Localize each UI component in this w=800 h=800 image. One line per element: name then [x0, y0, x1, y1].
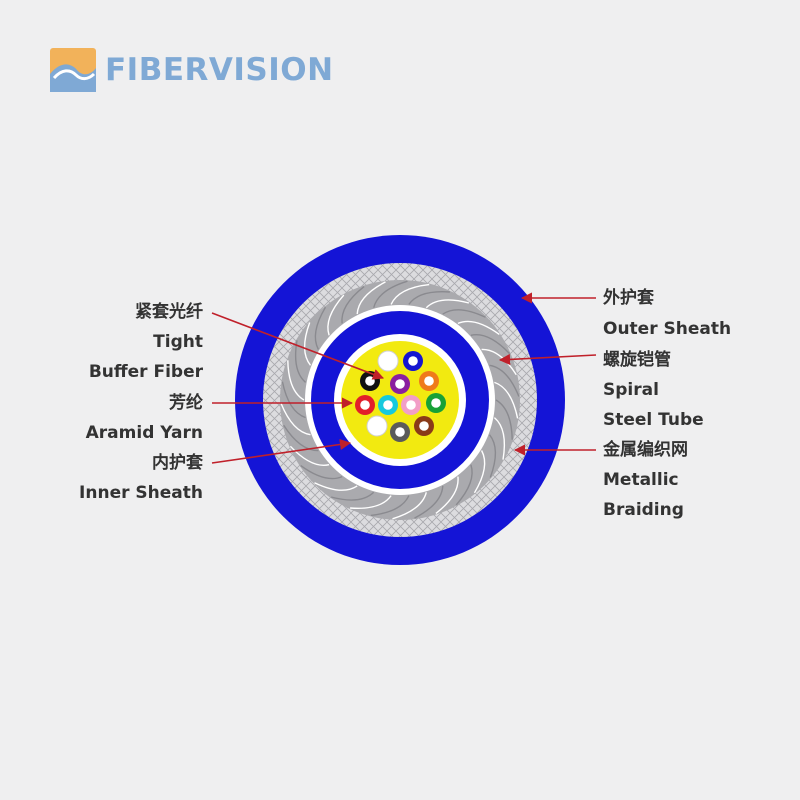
label-aramid-yarn: Aramid Yarn — [85, 423, 203, 443]
label-inner-sheath-cn: 内护套 — [152, 453, 203, 473]
spiral-ridge — [489, 364, 520, 397]
fiber-core — [395, 427, 405, 437]
label-spiral: Spiral — [603, 380, 659, 400]
spiral-ridge — [392, 492, 427, 520]
label-metallic-braiding-cn: 金属编织网 — [603, 440, 688, 460]
spiral-steel-tube-ridges — [280, 280, 520, 520]
spiral-ridge — [287, 360, 305, 401]
fiber-core — [406, 400, 416, 410]
leader-spiral-steel-tube — [498, 353, 597, 366]
spiral-ridge — [488, 434, 497, 478]
leader-tight-buffer-fiber — [211, 312, 385, 380]
spiral-ridge — [390, 283, 430, 305]
spiral-ridge — [330, 491, 375, 501]
fiber-core — [424, 376, 434, 386]
fiber-core — [419, 421, 429, 431]
spiral-ridge — [350, 495, 392, 510]
label-inner-sheath: Inner Sheath — [79, 483, 203, 503]
spiral-ridge — [408, 290, 450, 305]
spiral-ridge — [373, 280, 408, 308]
spiral-ridge — [341, 286, 365, 324]
label-steel-tube: Steel Tube — [603, 410, 704, 430]
spiral-ridge — [280, 403, 311, 436]
spiral-ridge — [314, 306, 327, 350]
fiber-core — [395, 379, 405, 389]
spiral-ridge — [370, 495, 410, 517]
spiral-ridge — [494, 381, 519, 419]
spiral-ridge — [473, 450, 486, 494]
brand-name: FIBERVISION — [105, 52, 334, 88]
spiral-ridge — [435, 476, 459, 514]
spiral-ridge — [281, 381, 306, 419]
label-spiral-steel-tube-cn: 螺旋铠管 — [603, 350, 671, 370]
spiral-ridge — [356, 281, 386, 315]
fiber-core — [383, 356, 393, 366]
spiral-ridge — [442, 309, 486, 318]
label-tight: Tight — [153, 332, 203, 352]
fiber-core — [408, 356, 418, 366]
spiral-ridge — [314, 482, 358, 491]
fiber-core — [431, 398, 441, 408]
spiral-ridge — [283, 424, 319, 452]
tight-buffer-fibers — [355, 350, 446, 442]
spiral-ridge — [327, 294, 345, 336]
spiral-ridge — [493, 417, 506, 460]
spiral-ridge — [289, 445, 330, 466]
brand-logo: FIBERVISION — [50, 48, 334, 92]
spiral-ridge — [495, 399, 513, 440]
label-tight-buffer-fiber-cn: 紧套光纤 — [135, 302, 203, 322]
fiber-core — [365, 376, 375, 386]
fiber-core — [372, 421, 382, 431]
label-braiding: Braiding — [603, 500, 684, 520]
label-aramid-cn: 芳纶 — [169, 393, 203, 413]
spiral-ridge — [414, 485, 444, 519]
label-buffer-fiber: Buffer Fiber — [88, 362, 203, 382]
fiber-core — [360, 400, 370, 410]
fibervision-logo-icon — [50, 48, 96, 92]
label-outer-sheath-cn: 外护套 — [603, 288, 654, 308]
spiral-ridge — [425, 299, 470, 309]
leader-inner-sheath — [211, 438, 352, 464]
label-outer-sheath: Outer Sheath — [603, 319, 732, 339]
label-metallic: Metallic — [603, 470, 679, 490]
spiral-ridge — [470, 334, 511, 355]
spiral-ridge — [300, 465, 343, 480]
fiber-core — [383, 400, 393, 410]
spiral-ridge — [455, 464, 473, 506]
spiral-ridge — [457, 320, 500, 335]
